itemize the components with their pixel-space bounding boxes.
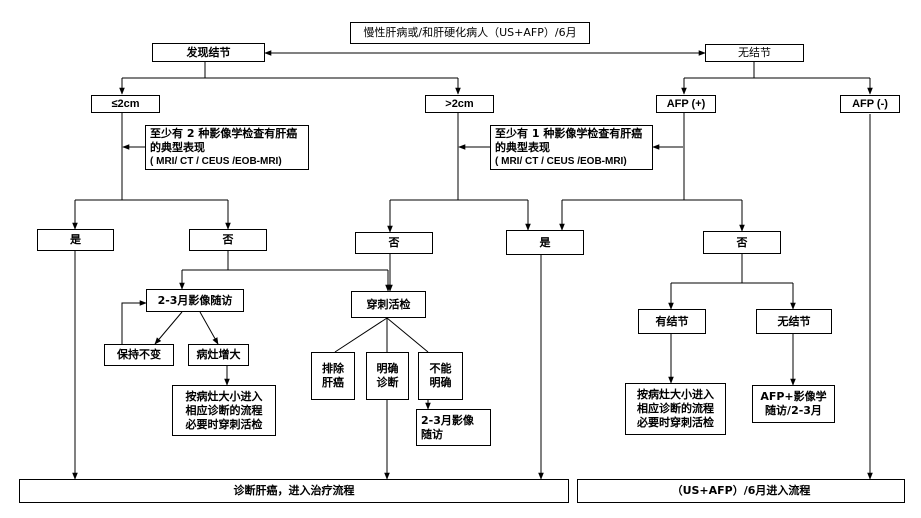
- workup-by-size-left-node: 按病灶大小进入 相应诊断的流程 必要时穿刺活检: [172, 385, 276, 436]
- node-line: AFP+影像学: [760, 390, 827, 403]
- node-line: 肝癌: [322, 376, 344, 389]
- no-mid-node: 否: [355, 232, 433, 254]
- node-line: 排除: [322, 362, 344, 375]
- node-line: 必要时穿刺活检: [185, 417, 263, 431]
- criteria-le2cm-node: 至少有 2 种影像学检查有肝癌 的典型表现 ( MRI/ CT / CEUS /…: [145, 125, 309, 170]
- arrow-to-enlarged: [199, 311, 219, 345]
- arrow-stable-loop: [121, 300, 147, 344]
- connector-no-left-split: [182, 251, 388, 271]
- exclude-hcc-node: 排除 肝癌: [311, 352, 355, 400]
- no-left-node: 否: [189, 229, 267, 251]
- node-line: 诊断: [376, 376, 399, 389]
- criteria-modalities: ( MRI/ CT / CEUS /EOB-MRI): [150, 155, 282, 167]
- connector-le2-split: [75, 192, 228, 201]
- node-line: 相应诊断的流程: [637, 402, 714, 415]
- node-line: 随访/2-3月: [765, 404, 822, 417]
- connector-gt2-split: [390, 193, 528, 201]
- criteria-line: 的典型表现: [150, 140, 205, 154]
- criteria-line: 的典型表现: [495, 140, 550, 154]
- node-line: 明确: [376, 362, 399, 375]
- definite-diagnosis-node: 明确 诊断: [366, 352, 409, 400]
- no-right-node: 否: [703, 231, 781, 254]
- indeterminate-node: 不能 明确: [418, 352, 463, 400]
- lesion-enlarged-node: 病灶增大: [188, 344, 249, 366]
- connector-found-branch: [122, 61, 458, 79]
- node-line: 按病灶大小进入: [185, 389, 263, 403]
- yes-mid-node: 是: [506, 230, 584, 255]
- no-nodule-node: 无结节: [705, 44, 804, 62]
- has-nodule-node: 有结节: [638, 309, 706, 334]
- arrow-to-stable: [154, 311, 183, 345]
- criteria-modalities: ( MRI/ CT / CEUS /EOB-MRI): [495, 155, 627, 167]
- node-line: 随访: [421, 427, 443, 441]
- node-line: 相应诊断的流程: [185, 403, 263, 417]
- node-line: 2-3月影像: [421, 413, 474, 427]
- biopsy-node: 穿刺活检: [351, 291, 426, 318]
- criteria-line: 至少有 1 种影像学检查有肝癌: [495, 126, 643, 140]
- followup-2-3-month-b-node: 2-3月影像 随访: [416, 409, 491, 446]
- criteria-line: 至少有 2 种影像学检查有肝癌: [150, 126, 298, 140]
- connector-biopsy-split: [334, 317, 429, 353]
- diagnose-hcc-treatment-node: 诊断肝癌，进入治疗流程: [19, 479, 569, 503]
- node-line: 不能: [429, 362, 452, 375]
- connector-afppos-split: [562, 193, 742, 201]
- workup-by-size-right-node: 按病灶大小进入 相应诊断的流程 必要时穿刺活检: [625, 383, 726, 435]
- nodule-found-node: 发现结节: [152, 43, 265, 62]
- size-le2cm-node: ≤2cm: [91, 95, 160, 113]
- criteria-gt2cm-node: 至少有 1 种影像学检查有肝癌 的典型表现 ( MRI/ CT / CEUS /…: [490, 125, 653, 170]
- remain-stable-node: 保持不变: [104, 344, 174, 366]
- yes-left-node: 是: [37, 229, 114, 251]
- size-gt2cm-node: >2cm: [425, 95, 494, 113]
- connector-no-right-split: [671, 254, 793, 284]
- followup-2-3-month-node: 2-3月影像随访: [146, 289, 244, 312]
- node-line: 明确: [429, 376, 452, 389]
- no-nodule-right-node: 无结节: [756, 309, 832, 334]
- surveillance-reentry-node: （US+AFP）/6月进入流程: [577, 479, 905, 503]
- afp-negative-node: AFP (-): [840, 95, 900, 113]
- surveillance-start-node: 慢性肝病或/和肝硬化病人（US+AFP）/6月: [350, 22, 590, 44]
- node-line: 必要时穿刺活检: [637, 416, 714, 429]
- afp-imaging-followup-node: AFP+影像学 随访/2-3月: [752, 385, 835, 423]
- afp-positive-node: AFP (+): [656, 95, 716, 113]
- connector-none-branch: [684, 61, 870, 79]
- node-line: 按病灶大小进入: [637, 388, 714, 401]
